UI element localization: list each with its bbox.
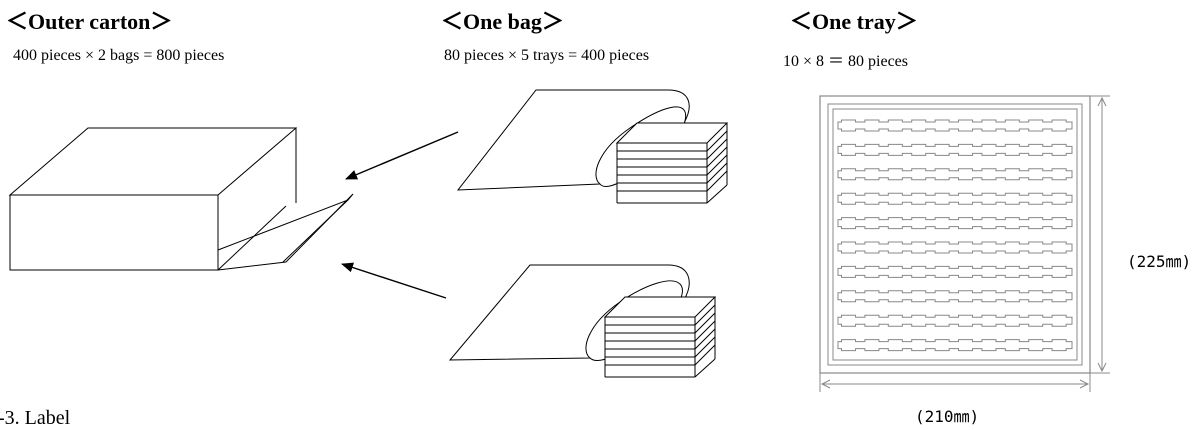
tray-grid-icon	[819, 95, 1091, 374]
tray-slot-row	[837, 168, 1073, 181]
tray-slot-row	[837, 217, 1073, 230]
tray-slot-row	[837, 290, 1073, 303]
tray-slot-row	[837, 314, 1073, 327]
tray-stack-icon	[604, 296, 716, 378]
tray-width-dimension-line	[819, 373, 1091, 392]
one-tray-title: ＜One tray＞	[790, 9, 918, 34]
tray-slot-row	[837, 192, 1073, 205]
tray-height-dimension: (225㎜)	[1127, 252, 1192, 271]
tray-height-dimension-line	[1090, 95, 1110, 374]
tray-slot-row	[837, 143, 1073, 156]
one-tray-detail: 10 × 8 ＝ 80 pieces	[783, 53, 909, 70]
carton-icon	[8, 127, 354, 271]
tray-slot-row	[837, 119, 1073, 132]
tray-width-dimension: (210㎜)	[915, 407, 980, 426]
tray-slot-row	[837, 265, 1073, 278]
tray-stack-icon	[616, 122, 728, 204]
arrow-icon	[341, 262, 447, 299]
one-bag-title: ＜One bag＞	[441, 9, 564, 34]
outer-carton-detail: 400 pieces × 2 bags = 800 pieces	[13, 47, 225, 64]
arrow-icon	[345, 131, 459, 180]
tray-slot-row	[837, 339, 1073, 352]
tray-slot-row	[837, 241, 1073, 254]
one-bag-detail: 80 pieces × 5 trays = 400 pieces	[444, 47, 650, 64]
section-label-heading: -3. Label	[0, 407, 71, 429]
outer-carton-title: ＜Outer carton＞	[6, 9, 173, 34]
